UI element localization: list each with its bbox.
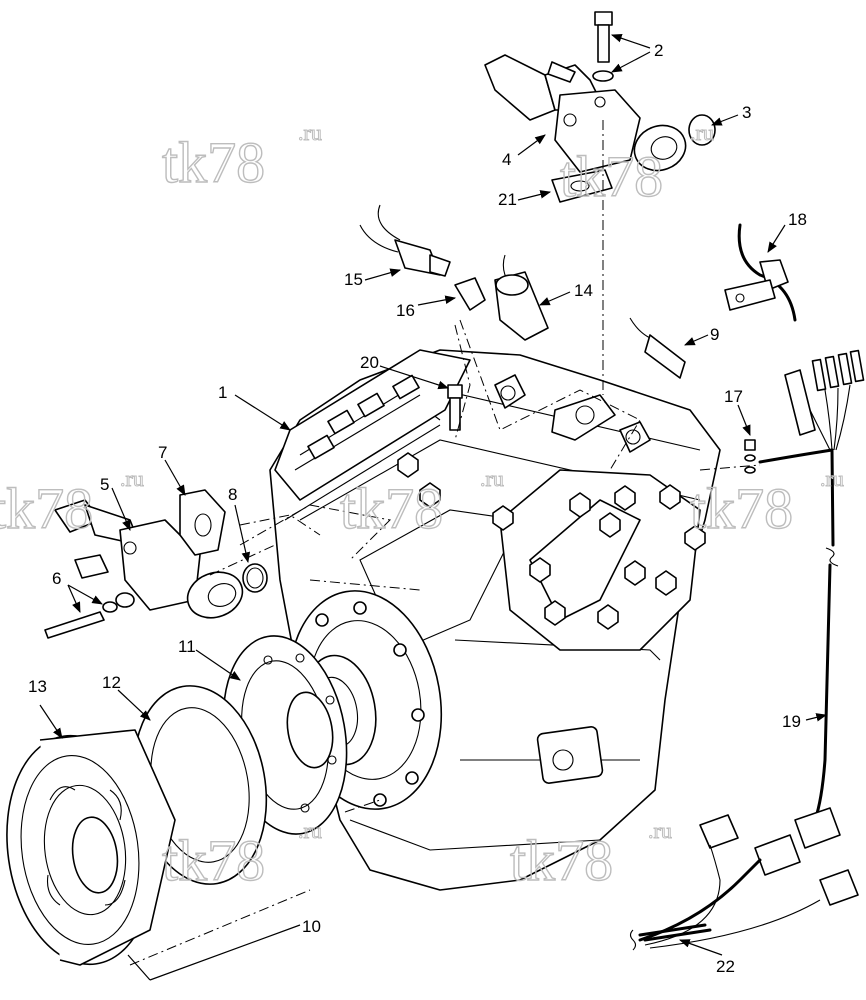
temperature-sensor-9	[629, 317, 686, 379]
watermark-sup: .ru	[298, 818, 322, 843]
watermark-sup: .ru	[648, 818, 672, 843]
callout-10: 10	[302, 917, 321, 936]
elbow-fitting-16	[454, 277, 486, 311]
callout-6: 6	[52, 569, 61, 588]
discharge-valve-top	[484, 11, 716, 203]
callout-1: 1	[218, 383, 227, 402]
callout-4: 4	[502, 150, 511, 169]
watermark-text: tk78	[510, 828, 613, 893]
callout-9: 9	[710, 325, 719, 344]
watermark-sup: .ru	[480, 466, 504, 491]
wire-harness-19	[629, 349, 865, 951]
watermark-sup: .ru	[690, 120, 714, 145]
watermark-text: tk78	[690, 476, 793, 541]
callout-2: 2	[654, 41, 663, 60]
callout-11: 11	[178, 637, 196, 656]
callout-8: 8	[228, 485, 237, 504]
callout-16: 16	[396, 301, 415, 320]
cylinder-head-right	[397, 452, 706, 651]
callout-12: 12	[102, 673, 121, 692]
watermarks: tk78 .ru tk78 .ru tk78 .ru tk78 .ru tk78…	[0, 120, 844, 894]
cylinder-head-left	[274, 349, 471, 521]
callout-17: 17	[724, 387, 743, 406]
center-lines	[129, 120, 761, 966]
callouts: 1 2 3 4 5 6 7 8 9 10 11 12 13 14 15 16 1…	[28, 41, 807, 976]
callout-22: 22	[716, 957, 735, 976]
bolt-20	[447, 384, 463, 431]
sensor-14	[494, 254, 549, 341]
callout-7: 7	[158, 443, 167, 462]
leader-lines	[39, 34, 828, 981]
suction-valve-left	[44, 489, 268, 639]
callout-14: 14	[574, 281, 593, 300]
watermark-sup: .ru	[820, 466, 844, 491]
cable-clamp-18	[724, 223, 797, 322]
watermark-sup: .ru	[298, 120, 322, 145]
watermark-sup: .ru	[120, 466, 144, 491]
pulley-13	[6, 729, 176, 966]
callout-19: 19	[782, 712, 801, 731]
watermark-text: tk78	[340, 476, 443, 541]
watermark-text: tk78	[162, 828, 265, 893]
callout-5: 5	[100, 475, 109, 494]
callout-18: 18	[788, 210, 807, 229]
callout-15: 15	[344, 270, 363, 289]
watermark-text: tk78	[162, 130, 265, 195]
pressure-switch-15	[359, 204, 451, 277]
callout-21: 21	[498, 190, 517, 209]
service-port-bosses	[494, 374, 651, 453]
callout-20: 20	[360, 353, 379, 372]
callout-13: 13	[28, 677, 47, 696]
watermark-text: tk78	[560, 144, 663, 209]
watermark-text: tk78	[0, 476, 93, 541]
callout-3: 3	[742, 103, 751, 122]
screw-17	[744, 439, 756, 474]
